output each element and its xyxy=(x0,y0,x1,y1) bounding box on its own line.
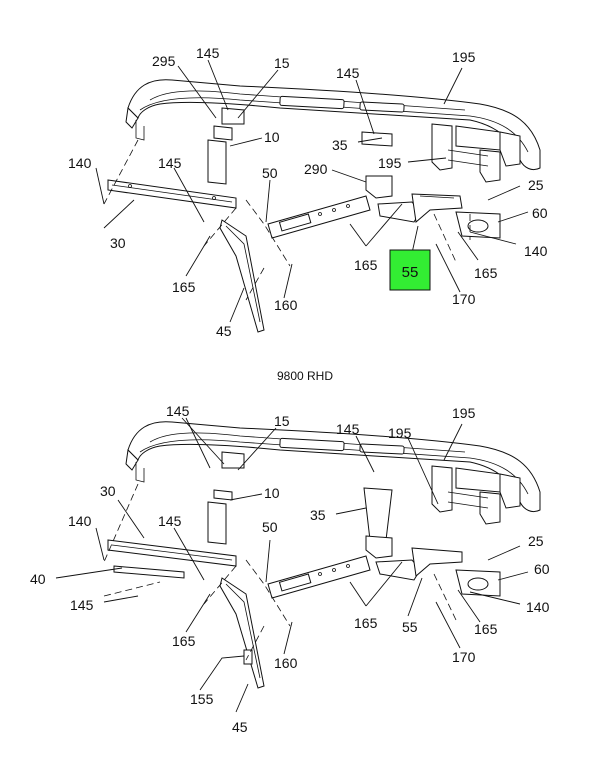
callout-30: 30 xyxy=(110,235,126,251)
bottom-leader-lines xyxy=(55,417,529,713)
callout-290: 290 xyxy=(304,161,328,177)
top-leader-lines xyxy=(95,59,529,323)
callout-145: 145 xyxy=(166,403,190,419)
callout-60: 60 xyxy=(534,561,550,577)
callout-40: 40 xyxy=(30,571,46,587)
bottom-part-45-panel xyxy=(219,577,265,689)
bottom-callouts: 145 15 145 195 195 30 10 35 140 145 50 2… xyxy=(30,403,550,735)
callout-195: 195 xyxy=(388,425,412,441)
top-dashboard-shell xyxy=(125,79,541,183)
callout-170: 170 xyxy=(452,649,476,665)
top-part-30-bar xyxy=(107,179,237,209)
callout-25: 25 xyxy=(528,177,544,193)
diagram-caption: 9800 RHD xyxy=(277,369,333,383)
callout-30: 30 xyxy=(100,483,116,499)
highlight-callout-55[interactable]: 55 xyxy=(389,249,431,291)
callout-140: 140 xyxy=(526,599,550,615)
callout-140: 140 xyxy=(524,243,548,259)
callout-195: 195 xyxy=(378,155,402,171)
top-diagram: 295 145 15 145 195 10 140 145 35 195 50 … xyxy=(68,45,548,339)
callout-170: 170 xyxy=(452,291,476,307)
callout-160: 160 xyxy=(274,297,298,313)
top-part-60-speaker xyxy=(455,211,501,239)
top-alignment-lines xyxy=(103,139,471,301)
callout-10: 10 xyxy=(264,129,280,145)
callout-15: 15 xyxy=(274,413,290,429)
callout-45: 45 xyxy=(232,719,248,735)
bottom-alignment-lines xyxy=(103,483,457,661)
callout-160: 160 xyxy=(274,655,298,671)
callout-295: 295 xyxy=(152,53,176,69)
callout-195: 195 xyxy=(452,405,476,421)
callout-145: 145 xyxy=(158,155,182,171)
callout-195: 195 xyxy=(452,49,476,65)
callout-145: 145 xyxy=(196,45,220,61)
top-part-50-bracket xyxy=(267,195,371,239)
callout-50: 50 xyxy=(262,165,278,181)
callout-45: 45 xyxy=(216,323,232,339)
top-part-45-panel xyxy=(219,219,265,333)
callout-10: 10 xyxy=(264,485,280,501)
callout-55: 55 xyxy=(402,619,418,635)
top-part-lower-bracket xyxy=(377,193,463,223)
callout-165: 165 xyxy=(354,615,378,631)
callout-140: 140 xyxy=(68,513,92,529)
callout-35: 35 xyxy=(310,507,326,523)
callout-25: 25 xyxy=(528,533,544,549)
bottom-part-40-strip xyxy=(113,565,185,579)
highlight-label[interactable]: 55 xyxy=(402,264,419,281)
highlight-box[interactable] xyxy=(389,249,431,291)
callout-15: 15 xyxy=(274,55,290,71)
callout-155: 155 xyxy=(190,691,214,707)
callout-165: 165 xyxy=(474,621,498,637)
callout-35: 35 xyxy=(332,137,348,153)
top-center-parts xyxy=(207,107,393,199)
callout-165: 165 xyxy=(474,265,498,281)
bottom-dashboard-shell xyxy=(125,421,541,525)
callout-50: 50 xyxy=(262,519,278,535)
callout-145: 145 xyxy=(336,421,360,437)
callout-145: 145 xyxy=(158,513,182,529)
callout-145: 145 xyxy=(70,597,94,613)
bottom-part-60-speaker xyxy=(455,569,501,597)
top-callouts: 295 145 15 145 195 10 140 145 35 195 50 … xyxy=(68,45,548,339)
bottom-center-parts xyxy=(207,451,393,559)
callout-165: 165 xyxy=(172,633,196,649)
bottom-part-50-bracket xyxy=(267,555,371,599)
callout-165: 165 xyxy=(172,279,196,295)
callout-60: 60 xyxy=(532,205,548,221)
bottom-diagram: 145 15 145 195 195 30 10 35 140 145 50 2… xyxy=(30,403,550,735)
bottom-part-30-bar xyxy=(107,539,237,567)
callout-145: 145 xyxy=(336,65,360,81)
bottom-part-lower-bracket xyxy=(375,547,463,581)
callout-140: 140 xyxy=(68,155,92,171)
callout-165: 165 xyxy=(354,257,378,273)
